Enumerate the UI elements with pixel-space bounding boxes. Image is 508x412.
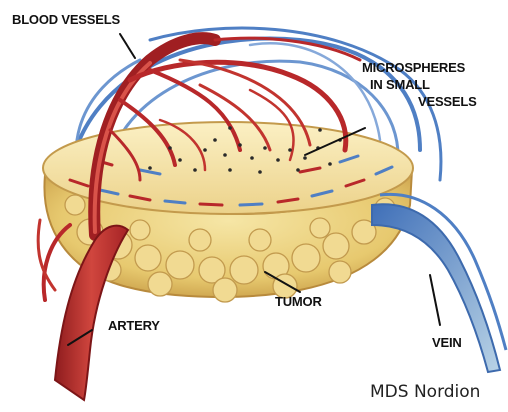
vein-leader	[430, 275, 440, 325]
artery-label: ARTERY	[108, 318, 160, 334]
blood-vessels-label: BLOOD VESSELS	[12, 12, 120, 28]
microspheres-label-line1: MICROSPHERES	[362, 60, 465, 76]
vein-label: VEIN	[432, 335, 462, 351]
tumor-label: TUMOR	[275, 294, 322, 310]
microspheres-label-line3: VESSELS	[418, 94, 477, 110]
microspheres-label-line2: IN SMALL	[370, 77, 430, 93]
credit-text: MDS Nordion	[370, 382, 480, 402]
blood-vessels-leader	[120, 34, 135, 58]
